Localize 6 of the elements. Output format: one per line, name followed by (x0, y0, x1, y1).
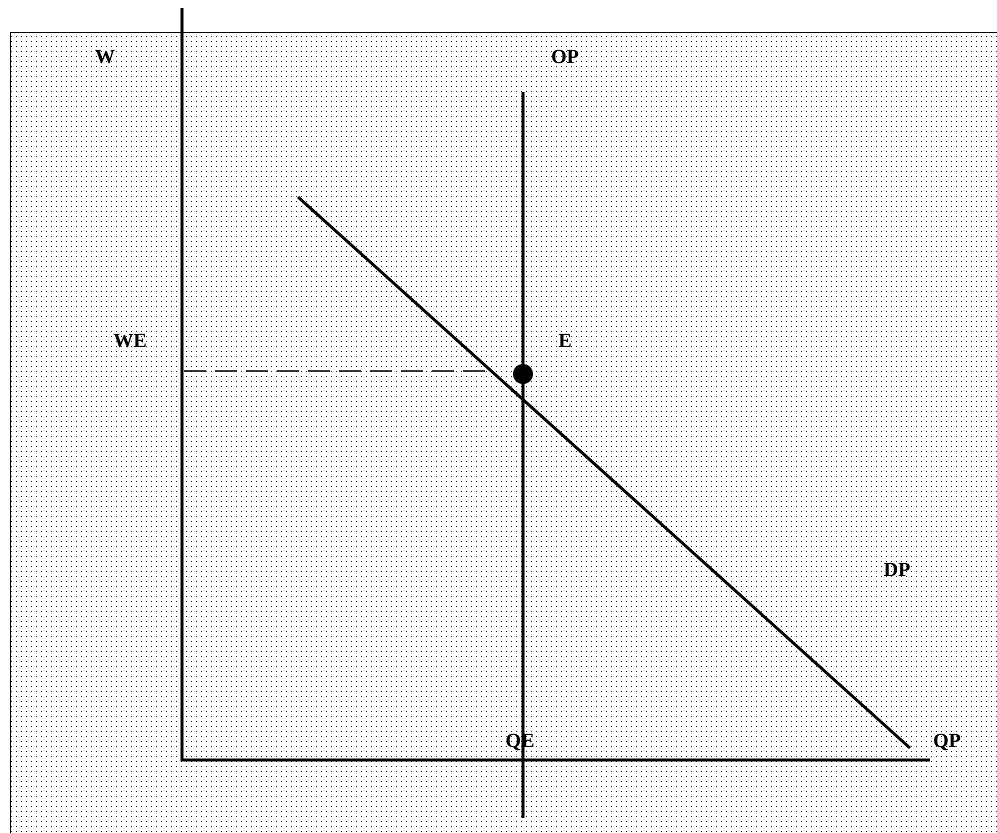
axis-label: W (95, 47, 115, 67)
axis-label: QP (933, 731, 961, 751)
axis-label: DP (884, 560, 910, 580)
axis-label: OP (551, 47, 579, 67)
axis-label: E (558, 331, 572, 351)
axis-label: WE (113, 331, 147, 351)
